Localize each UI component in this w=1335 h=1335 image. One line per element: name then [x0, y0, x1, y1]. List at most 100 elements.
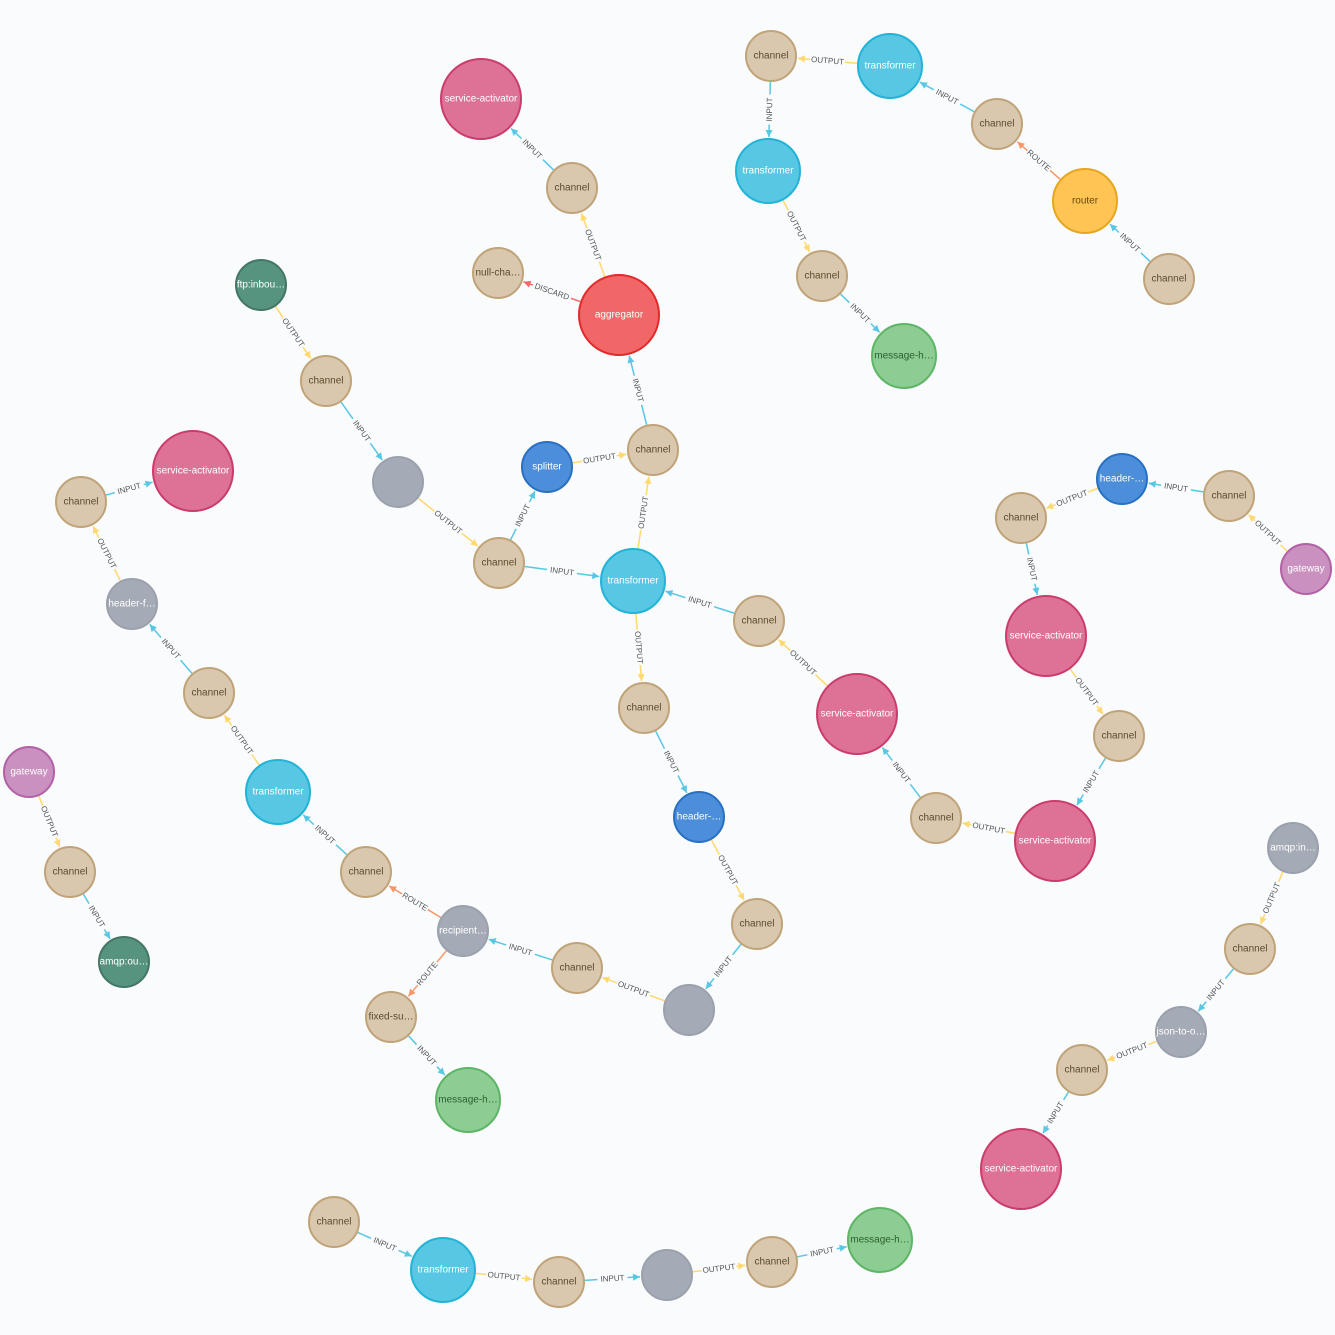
node-channel[interactable]: channel	[1056, 1044, 1108, 1096]
node-router[interactable]: router	[1052, 168, 1118, 234]
node-channel[interactable]: channel	[473, 537, 525, 589]
edge-label-group: INPUT	[1160, 480, 1192, 495]
node-channel[interactable]: channel	[733, 595, 785, 647]
node-circle	[1052, 168, 1118, 234]
edge-output[interactable]: OUTPUT	[635, 476, 652, 549]
node-splitter[interactable]: splitter	[521, 441, 573, 493]
edge-input[interactable]: INPUT	[524, 564, 600, 580]
node-circle	[1143, 253, 1195, 305]
edge-input[interactable]: INPUT	[797, 1243, 847, 1260]
edge-input[interactable]: INPUT	[764, 81, 775, 138]
edge-label-group: OUTPUT	[700, 1261, 738, 1276]
node-channel[interactable]: channel	[551, 942, 603, 994]
edge-output[interactable]: OUTPUT	[632, 613, 646, 682]
node-transformer[interactable]: transformer	[245, 759, 311, 825]
node-channel[interactable]: channel	[308, 1196, 360, 1248]
arrowhead-icon	[375, 452, 383, 461]
node-message-handler[interactable]: message-h…	[847, 1207, 913, 1273]
edge-output[interactable]: OUTPUT	[797, 54, 858, 68]
node-circle	[663, 984, 715, 1036]
node-channel[interactable]: channel	[731, 898, 783, 950]
node-channel[interactable]: channel	[1093, 710, 1145, 762]
node-channel[interactable]: fixed-su…	[365, 991, 417, 1043]
edge-label-background	[1023, 553, 1040, 585]
node-adapter[interactable]: amqp:ou…	[98, 936, 150, 988]
edge-input[interactable]: INPUT	[340, 401, 383, 461]
node-channel[interactable]: channel	[910, 792, 962, 844]
node-channel[interactable]: channel	[1203, 470, 1255, 522]
node-channel[interactable]: channel	[627, 424, 679, 476]
node-message-handler[interactable]: message-h…	[435, 1067, 501, 1133]
edge-label-background	[38, 803, 61, 840]
node-service-activator[interactable]: service-activator	[1014, 800, 1096, 882]
node-transformer[interactable]: transformer	[857, 33, 923, 99]
node-grey[interactable]: header-f…	[106, 578, 158, 630]
node-circle	[816, 673, 898, 755]
arrowhead-icon	[389, 886, 397, 893]
node-grey[interactable]	[641, 1249, 693, 1301]
arrowhead-icon	[644, 476, 652, 485]
node-service-activator[interactable]: service-activator	[152, 430, 234, 512]
node-channel[interactable]: channel	[533, 1256, 585, 1308]
edge-label: OUTPUT	[702, 1262, 736, 1275]
node-grey[interactable]	[663, 984, 715, 1036]
node-service-activator[interactable]: service-activator	[816, 673, 898, 755]
edge-label-background	[113, 479, 146, 498]
node-channel[interactable]: channel	[796, 250, 848, 302]
arrowhead-icon	[1017, 141, 1025, 150]
node-channel[interactable]: channel	[995, 492, 1047, 544]
node-message-handler[interactable]: message-h…	[871, 323, 937, 389]
node-channel[interactable]: channel	[546, 162, 598, 214]
arrowhead-icon	[528, 491, 535, 499]
node-channel[interactable]: channel	[1224, 923, 1276, 975]
node-channel[interactable]: channel	[745, 30, 797, 82]
edge-input[interactable]: INPUT	[584, 1272, 641, 1285]
node-circle	[55, 476, 107, 528]
node-channel[interactable]: channel	[340, 846, 392, 898]
node-circle	[3, 746, 55, 798]
edge-label: INPUT	[1163, 481, 1188, 494]
node-service-activator[interactable]: service-activator	[440, 58, 522, 140]
node-transformer[interactable]: transformer	[600, 548, 666, 614]
node-grey[interactable]: recipient…	[437, 905, 489, 957]
node-circle	[1056, 1044, 1108, 1096]
node-circle	[44, 846, 96, 898]
node-circle	[1093, 710, 1145, 762]
node-channel[interactable]: channel	[44, 846, 96, 898]
node-channel[interactable]: null-cha…	[472, 247, 524, 299]
node-grey[interactable]	[372, 456, 424, 508]
node-transformer[interactable]: transformer	[410, 1237, 476, 1303]
node-aggregator[interactable]: aggregator	[578, 274, 660, 356]
node-gateway[interactable]: gateway	[1280, 543, 1332, 595]
arrowhead-icon	[618, 451, 627, 459]
node-channel[interactable]: channel	[746, 1236, 798, 1288]
node-gateway[interactable]: gateway	[3, 746, 55, 798]
node-header[interactable]: header-…	[1096, 453, 1148, 505]
node-grey[interactable]: amqp:in…	[1267, 822, 1319, 874]
node-grey[interactable]: json-to-o…	[1155, 1006, 1207, 1058]
node-channel[interactable]: channel	[55, 476, 107, 528]
arrowhead-icon	[882, 747, 890, 756]
node-channel[interactable]: channel	[618, 682, 670, 734]
arrowhead-icon	[591, 572, 600, 580]
edge-output[interactable]: OUTPUT	[572, 450, 627, 467]
edge-label-background	[888, 757, 915, 788]
edge-input[interactable]: INPUT	[1023, 543, 1040, 596]
node-channel[interactable]: channel	[1143, 253, 1195, 305]
node-header[interactable]: header-…	[673, 791, 725, 843]
edge-output[interactable]: OUTPUT	[692, 1261, 746, 1276]
node-transformer[interactable]: transformer	[735, 138, 801, 204]
arrowhead-icon	[580, 213, 588, 222]
node-circle	[641, 1249, 693, 1301]
edge-output[interactable]: OUTPUT	[475, 1269, 533, 1284]
node-service-activator[interactable]: service-activator	[980, 1128, 1062, 1210]
node-service-activator[interactable]: service-activator	[1005, 595, 1087, 677]
node-channel[interactable]: channel	[300, 355, 352, 407]
node-channel[interactable]: channel	[183, 667, 235, 719]
node-channel[interactable]: channel	[971, 98, 1023, 150]
node-adapter[interactable]: ftp:inbou…	[235, 259, 287, 311]
edge-output[interactable]: OUTPUT	[38, 795, 61, 848]
edge-label-background	[629, 374, 647, 407]
edge-input[interactable]: INPUT	[1148, 480, 1204, 495]
